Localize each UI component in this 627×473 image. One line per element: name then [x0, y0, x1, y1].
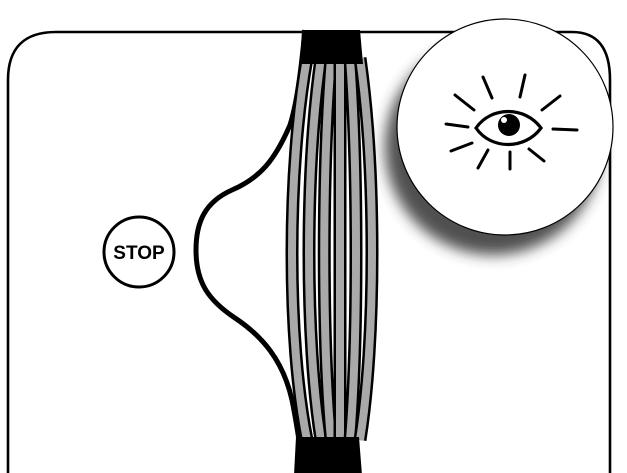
stop-sign-icon: STOP — [102, 215, 176, 289]
cable-strand — [305, 57, 325, 441]
cable-strand — [288, 57, 311, 441]
inspection-bubble — [385, 18, 614, 255]
eye-highlight — [501, 117, 507, 123]
top-clamp — [300, 30, 363, 64]
cable-bundle — [285, 56, 379, 442]
eye-iris — [498, 114, 520, 136]
eye-ray — [527, 147, 546, 163]
cable-strand — [356, 57, 376, 441]
stop-sign-circle — [102, 215, 176, 289]
eye-ray — [476, 148, 490, 170]
eye-ray — [518, 73, 527, 99]
stop-sign-label: STOP — [113, 243, 165, 264]
eye-ray — [453, 93, 476, 112]
bulging-hose — [193, 29, 308, 473]
panel-outline — [6, 30, 612, 473]
cable-strand — [346, 57, 360, 441]
eye-ray — [540, 94, 562, 112]
bottom-clamp — [294, 437, 362, 473]
eye-ray — [551, 127, 579, 132]
eye-ray — [444, 122, 470, 129]
eye-rays — [444, 73, 579, 171]
cable-strand — [320, 57, 335, 441]
eye-ray — [481, 75, 494, 100]
eye-icon — [444, 73, 579, 171]
eye-ray — [449, 141, 474, 153]
